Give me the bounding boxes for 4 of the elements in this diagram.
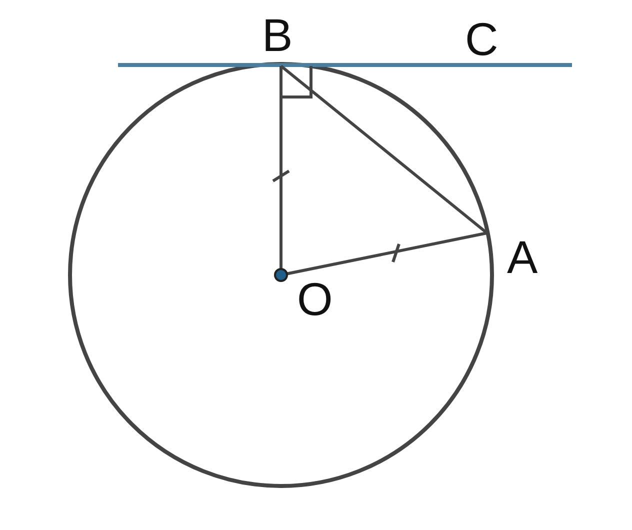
point-label: O: [297, 276, 333, 322]
point-label: B: [262, 12, 293, 58]
point-label: A: [507, 234, 538, 280]
point-label: C: [465, 16, 498, 62]
